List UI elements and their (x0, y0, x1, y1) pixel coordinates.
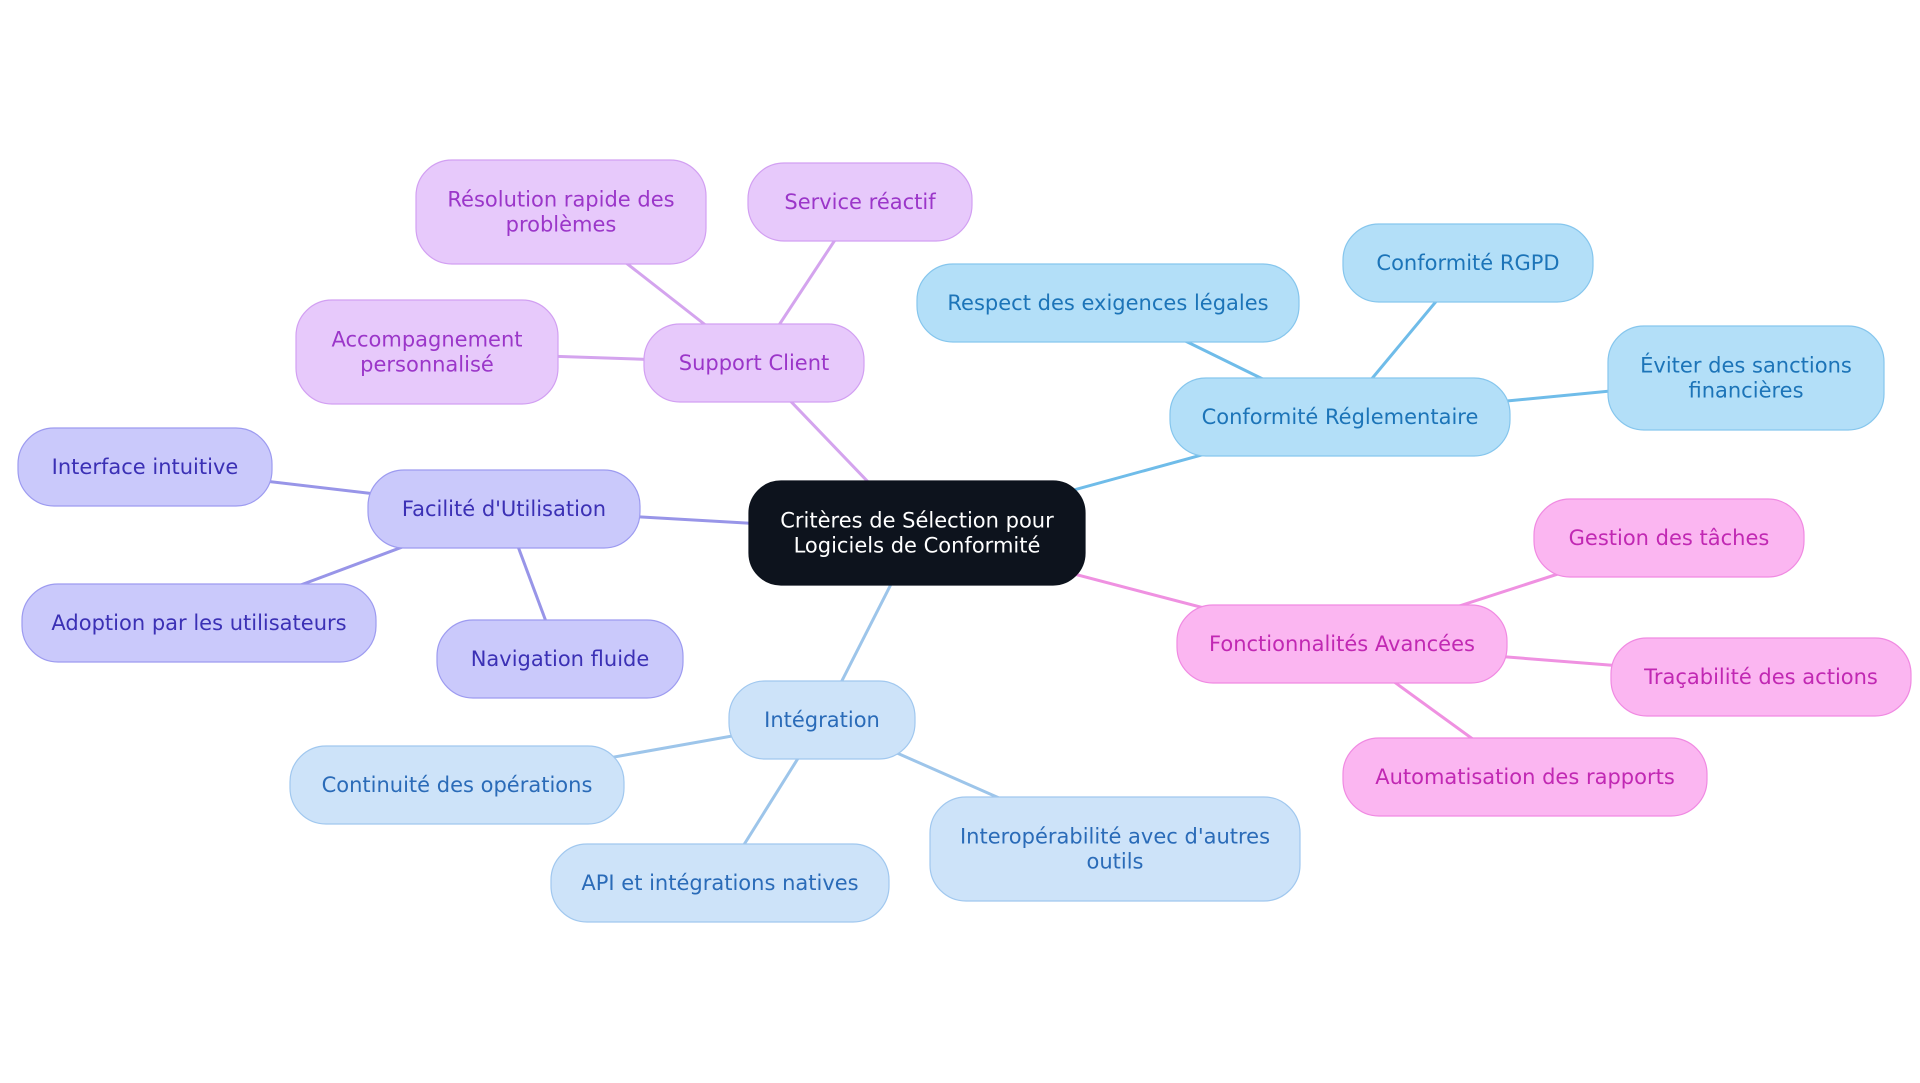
leaf-node-tracabilite-des-actions: Traçabilité des actions (1610, 637, 1912, 717)
leaf-node-service-reactif-box (747, 162, 973, 242)
leaf-node-interface-intuitive-box (17, 427, 273, 507)
leaf-node-automatisation-des-rapports-box (1342, 737, 1708, 817)
root-node-label-line: Critères de Sélection pour (780, 509, 1054, 533)
leaf-node-continuite-des-operations-label-line: Continuité des opérations (322, 773, 593, 797)
leaf-node-accompagnement-personnalise-box (295, 299, 559, 405)
leaf-node-navigation-fluide-label-line: Navigation fluide (471, 647, 650, 671)
leaf-node-service-reactif: Service réactif (747, 162, 973, 242)
leaf-node-accompagnement-personnalise-label-line: personnalisé (360, 353, 494, 377)
leaf-node-interface-intuitive-label-line: Interface intuitive (52, 455, 239, 479)
leaf-node-eviter-des-sanctions-financieres-label-line: financières (1688, 379, 1803, 403)
leaf-node-eviter-des-sanctions-financieres-label-line: Éviter des sanctions (1640, 353, 1852, 378)
branch-node-conformite: Conformité Réglementaire (1169, 377, 1511, 457)
branch-node-fonctionnalites: Fonctionnalités Avancées (1176, 604, 1508, 684)
leaf-node-interoperabilite-avec-d-autres-outils-label-line: Interopérabilité avec d'autres (960, 825, 1270, 849)
leaf-node-resolution-rapide-des-problemes-label-line: Résolution rapide des (447, 188, 674, 212)
leaf-node-api-et-integrations-natives: API et intégrations natives (550, 843, 890, 923)
leaf-node-gestion-des-taches-label-line: Gestion des tâches (1569, 526, 1770, 550)
branch-node-conformite-label-line: Conformité Réglementaire (1202, 405, 1479, 429)
leaf-node-conformite-rgpd-box (1342, 223, 1594, 303)
branch-node-fonctionnalites-box (1176, 604, 1508, 684)
leaf-node-resolution-rapide-des-problemes-label-line: problèmes (506, 213, 617, 237)
branch-node-facilite-box (367, 469, 641, 549)
leaf-node-adoption-par-les-utilisateurs-label-line: Adoption par les utilisateurs (51, 611, 346, 635)
branch-node-facilite: Facilité d'Utilisation (367, 469, 641, 549)
leaf-node-api-et-integrations-natives-label-line: API et intégrations natives (581, 871, 858, 895)
leaf-node-navigation-fluide-box (436, 619, 684, 699)
leaf-node-gestion-des-taches: Gestion des tâches (1533, 498, 1805, 578)
branch-node-integration: Intégration (728, 680, 916, 760)
branch-node-fonctionnalites-label-line: Fonctionnalités Avancées (1209, 632, 1475, 656)
root-node-label-line: Logiciels de Conformité (794, 534, 1041, 558)
branch-node-integration-label-line: Intégration (764, 708, 880, 732)
leaf-node-respect-des-exigences-legales-label-line: Respect des exigences légales (947, 291, 1268, 315)
branch-node-integration-box (728, 680, 916, 760)
leaf-node-adoption-par-les-utilisateurs: Adoption par les utilisateurs (21, 583, 377, 663)
root-node-box (748, 480, 1086, 586)
mind-map-nodes: Conformité Réglementaire Conformité RGPD R… (17, 159, 1912, 923)
leaf-node-continuite-des-operations: Continuité des opérations (289, 745, 625, 825)
leaf-node-conformite-rgpd-label-line: Conformité RGPD (1376, 251, 1559, 275)
leaf-node-accompagnement-personnalise-label-line: Accompagnement (331, 328, 522, 352)
leaf-node-respect-des-exigences-legales-box (916, 263, 1300, 343)
branch-node-support-label-line: Support Client (679, 351, 830, 375)
leaf-node-tracabilite-des-actions-label-line: Traçabilité des actions (1643, 665, 1878, 689)
leaf-node-interoperabilite-avec-d-autres-outils-label-line: outils (1086, 850, 1143, 874)
leaf-node-respect-des-exigences-legales: Respect des exigences légales (916, 263, 1300, 343)
leaf-node-interface-intuitive: Interface intuitive (17, 427, 273, 507)
leaf-node-eviter-des-sanctions-financieres-box (1607, 325, 1885, 431)
leaf-node-navigation-fluide: Navigation fluide (436, 619, 684, 699)
leaf-node-continuite-des-operations-box (289, 745, 625, 825)
leaf-node-gestion-des-taches-box (1533, 498, 1805, 578)
leaf-node-tracabilite-des-actions-box (1610, 637, 1912, 717)
leaf-node-automatisation-des-rapports: Automatisation des rapports (1342, 737, 1708, 817)
leaf-node-automatisation-des-rapports-label-line: Automatisation des rapports (1375, 765, 1675, 789)
leaf-node-interoperabilite-avec-d-autres-outils-box (929, 796, 1301, 902)
branch-node-support-box (643, 323, 865, 403)
leaf-node-service-reactif-label-line: Service réactif (784, 190, 936, 214)
leaf-node-api-et-integrations-natives-box (550, 843, 890, 923)
branch-node-support: Support Client (643, 323, 865, 403)
leaf-node-conformite-rgpd: Conformité RGPD (1342, 223, 1594, 303)
leaf-node-resolution-rapide-des-problemes-box (415, 159, 707, 265)
leaf-node-adoption-par-les-utilisateurs-box (21, 583, 377, 663)
branch-node-conformite-box (1169, 377, 1511, 457)
branch-node-facilite-label-line: Facilité d'Utilisation (402, 497, 606, 521)
